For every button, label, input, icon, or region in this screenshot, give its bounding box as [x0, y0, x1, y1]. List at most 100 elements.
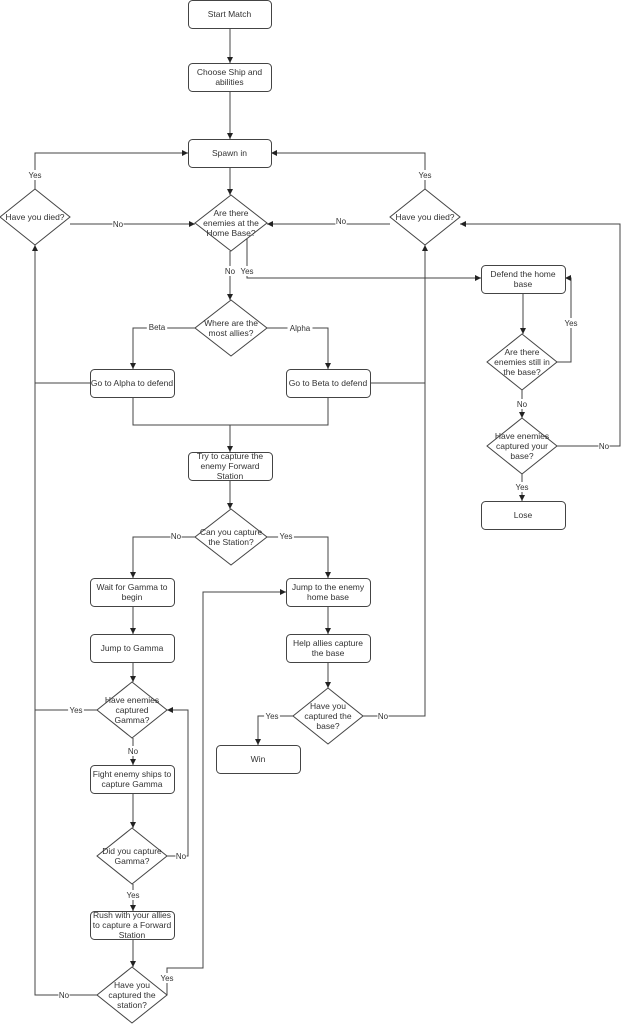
edge-label-no: No	[516, 399, 528, 409]
arrowhead-icon	[182, 150, 188, 156]
svg-text:No: No	[171, 532, 182, 541]
edge-fight_gamma-to-did_capture_gamma	[130, 793, 136, 828]
process-box	[90, 634, 175, 663]
node-label: Where are the	[204, 318, 258, 328]
edge-wait_gamma-to-jump_gamma	[130, 606, 136, 634]
arrowhead-icon	[267, 221, 273, 227]
node-label: Home Base?	[206, 228, 255, 238]
arrowhead-icon	[227, 503, 233, 509]
process-go-alpha: Go to Alpha to defend	[90, 369, 175, 398]
edge-label-yes: Yes	[27, 170, 43, 180]
arrowhead-icon	[565, 275, 571, 281]
svg-text:Yes: Yes	[28, 171, 41, 180]
node-label: Go to Alpha to defend	[91, 378, 174, 388]
decision-diamond	[96, 681, 168, 739]
process-box	[90, 369, 175, 398]
node-label: Defend the home	[490, 269, 555, 279]
node-label: Jump to Gamma	[101, 643, 164, 653]
connector-line	[34, 152, 188, 189]
edge-label-no: No	[170, 531, 182, 541]
connector-line	[132, 397, 231, 452]
node-label: Spawn in	[212, 148, 247, 158]
node-label: Are there	[505, 347, 540, 357]
node-label: base?	[510, 451, 533, 461]
edge-choose-to-spawn	[227, 91, 233, 139]
edge-rush_allies-to-captured_station	[130, 939, 136, 967]
process-box	[188, 452, 273, 481]
node-label: enemies at the	[203, 218, 259, 228]
arrowhead-icon	[130, 363, 136, 369]
arrowhead-icon	[280, 589, 286, 595]
node-label: Win	[251, 754, 266, 764]
process-win: Win	[216, 745, 301, 774]
arrowhead-icon	[325, 572, 331, 578]
connector-line	[246, 238, 481, 279]
node-label: Have enemies	[105, 695, 159, 705]
arrowhead-icon	[130, 572, 136, 578]
svg-text:Yes: Yes	[126, 891, 139, 900]
node-label: captured the	[304, 711, 352, 721]
svg-text:Yes: Yes	[240, 267, 253, 276]
decision-died-right: Have you died?	[389, 188, 461, 246]
arrowhead-icon	[130, 961, 136, 967]
edge-label-yes: Yes	[264, 711, 280, 721]
arrowhead-icon	[32, 245, 38, 251]
edge-go_beta-to-try_capture	[230, 397, 329, 426]
edge-go_alpha-to-died_left	[32, 245, 90, 384]
edge-defend_home-to-enemies_still	[520, 293, 526, 334]
connector-line	[370, 245, 426, 384]
svg-text:No: No	[59, 991, 70, 1000]
edge-captured_station-to-died_left	[34, 710, 97, 996]
edge-captured_station-to-jump_enemy_home	[166, 589, 286, 995]
node-label: Station	[119, 930, 146, 940]
connector-line	[460, 223, 621, 447]
edge-label-no: No	[377, 711, 389, 721]
edge-label-yes: Yes	[417, 170, 433, 180]
svg-text:Yes: Yes	[160, 974, 173, 983]
node-label: Gamma?	[115, 856, 150, 866]
decision-died-left: Have you died?	[0, 188, 71, 246]
node-label: Can you capture	[200, 527, 263, 537]
process-box	[216, 745, 301, 774]
svg-text:Yes: Yes	[69, 706, 82, 715]
edge-label-yes: Yes	[563, 318, 579, 328]
arrowhead-icon	[167, 707, 173, 713]
connector-line	[257, 715, 293, 745]
node-label: Choose Ship and	[197, 67, 262, 77]
node-label: Have you died?	[5, 212, 64, 222]
connector-line	[132, 536, 195, 578]
edge-label-no: No	[127, 746, 139, 756]
node-label: begin	[122, 592, 143, 602]
connector-line	[34, 710, 97, 996]
arrowhead-icon	[130, 905, 136, 911]
edge-label-alpha: Alpha	[287, 323, 313, 333]
edge-jump_enemy_home-to-help_allies	[325, 606, 331, 634]
node-label: captured your	[496, 441, 548, 451]
process-start: Start Match	[188, 0, 272, 29]
edge-spawn-to-enemies_home	[227, 167, 233, 195]
node-label: Gamma?	[115, 715, 150, 725]
edge-can_capture-to-jump_enemy_home	[267, 536, 331, 578]
process-lose: Lose	[481, 501, 566, 530]
connector-line	[267, 536, 329, 578]
edge-label-beta: Beta	[146, 322, 168, 332]
edge-label-no: No	[335, 216, 347, 226]
edge-enemies_captured_gamma-to-died_left	[34, 383, 97, 711]
edge-label-no: No	[224, 266, 236, 276]
node-label: Lose	[514, 510, 533, 520]
node-label: enemy Forward	[200, 461, 259, 471]
connector-line	[267, 327, 329, 369]
arrowhead-icon	[519, 495, 525, 501]
decision-diamond	[0, 188, 71, 246]
node-label: Wait for Gamma to	[96, 582, 167, 592]
edge-jump_gamma-to-enemies_captured_gamma	[130, 662, 136, 682]
